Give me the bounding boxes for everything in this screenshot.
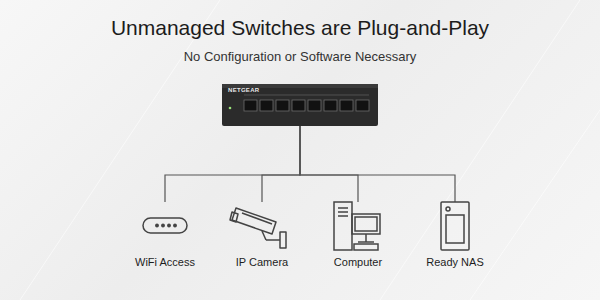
camera-arm	[266, 239, 280, 241]
computer-icon	[334, 202, 380, 250]
computer-screen	[355, 217, 377, 231]
camera-icon	[230, 208, 286, 248]
keyboard	[354, 244, 378, 250]
port	[244, 100, 257, 111]
switch-node: NETGEAR	[222, 84, 378, 126]
nas-node: Ready NAS	[406, 202, 504, 268]
camera-body	[232, 208, 276, 234]
wifi-dot	[174, 224, 176, 226]
computer-tower	[334, 202, 352, 250]
camera-node: IP Camera	[213, 202, 311, 268]
monitor-base	[358, 241, 374, 243]
nas-icon	[441, 202, 469, 250]
stripe	[470, 110, 600, 300]
device-label: IP Camera	[213, 256, 311, 268]
monitor-stand	[365, 234, 367, 242]
faint-stripes	[20, 0, 600, 300]
port	[340, 100, 353, 111]
device-label: WiFi Access	[116, 256, 214, 268]
diagram-title: Unmanaged Switches are Plug-and-Play	[0, 16, 600, 40]
port	[276, 100, 289, 111]
wifi-dot	[168, 224, 170, 226]
nas-bay	[446, 215, 464, 243]
drive-slot	[338, 215, 348, 217]
wifi-node: WiFi Access	[116, 202, 214, 268]
port	[308, 100, 321, 111]
nas-led	[446, 207, 450, 211]
wifi-dot	[156, 224, 158, 226]
wifi-icon	[143, 218, 187, 233]
camera-arm	[262, 231, 266, 240]
stripe	[380, 0, 580, 300]
port-row	[244, 100, 369, 111]
port	[292, 100, 305, 111]
port	[356, 100, 369, 111]
camera-line	[242, 213, 272, 224]
brand-label: NETGEAR	[228, 87, 259, 93]
switch-body	[222, 84, 378, 126]
wifi-dot	[162, 224, 164, 226]
camera-lens	[230, 212, 238, 222]
tree-connector	[300, 126, 455, 202]
camera-mount	[280, 232, 286, 248]
subtitle: No Configuration or Software Necessary	[0, 49, 600, 64]
stripe	[20, 0, 220, 300]
tree-connector	[300, 126, 358, 202]
switch-illustration	[222, 84, 378, 126]
port	[324, 100, 337, 111]
switch-print-line	[244, 95, 369, 96]
computer-monitor	[352, 214, 380, 234]
port	[260, 100, 273, 111]
tree-connector	[165, 126, 300, 202]
power-led	[229, 107, 232, 110]
device-label: Ready NAS	[406, 256, 504, 268]
drive-slot	[338, 211, 348, 213]
drive-slot	[338, 207, 348, 209]
wifi-body	[143, 218, 187, 233]
nas-body	[441, 202, 469, 250]
computer-node: Computer	[309, 202, 407, 268]
device-label: Computer	[309, 256, 407, 268]
tree-connector	[262, 126, 300, 202]
